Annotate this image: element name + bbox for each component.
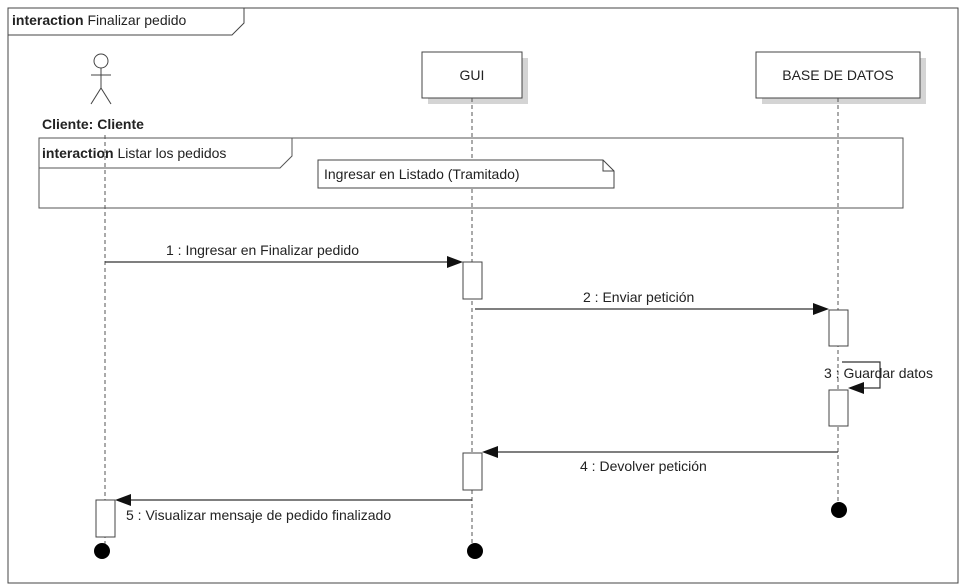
message-3-label: 3 : Guardar datos xyxy=(824,365,933,381)
lifeline-end-gui xyxy=(467,543,483,559)
ref-keyword: interaction xyxy=(42,145,114,161)
message-4-label: 4 : Devolver petición xyxy=(580,458,707,474)
lifeline-head-db: BASE DE DATOS xyxy=(755,51,926,104)
ref-frame-tab xyxy=(39,138,293,169)
message-2-label: 2 : Enviar petición xyxy=(583,289,694,305)
lifeline-label-db: BASE DE DATOS xyxy=(782,67,894,83)
actor-label: Cliente: Cliente xyxy=(42,116,144,132)
activation-gui-1 xyxy=(462,261,483,300)
lifeline-end-db xyxy=(831,502,847,518)
frame-tab xyxy=(8,8,245,36)
ref-frame xyxy=(38,137,904,209)
note: Ingresar en Listado (Tramitado) xyxy=(317,159,615,189)
actor-icon xyxy=(90,53,112,105)
message-3-arrowhead xyxy=(848,382,864,394)
message-4-arrowhead xyxy=(482,446,498,458)
message-5-label: 5 : Visualizar mensaje de pedido finaliz… xyxy=(126,507,391,523)
diagram-frame xyxy=(7,7,959,584)
message-1-label: 1 : Ingresar en Finalizar pedido xyxy=(166,242,359,258)
frame-keyword: interaction xyxy=(12,12,84,28)
activation-gui-2 xyxy=(462,452,483,491)
activation-db-1 xyxy=(828,309,849,347)
ref-name: Listar los pedidos xyxy=(117,145,226,161)
message-3-line xyxy=(842,361,881,389)
frame-title: interaction Finalizar pedido xyxy=(12,12,187,28)
message-1-arrowhead xyxy=(447,256,463,268)
ref-frame-title: interaction Listar los pedidos xyxy=(42,145,226,161)
message-5-arrowhead xyxy=(115,494,131,506)
message-2-arrowhead xyxy=(813,303,829,315)
note-text: Ingresar en Listado (Tramitado) xyxy=(324,166,520,182)
lifeline-label-gui: GUI xyxy=(460,67,485,83)
frame-name: Finalizar pedido xyxy=(87,12,186,28)
lifeline-end-actor xyxy=(94,543,110,559)
lifeline-head-gui: GUI xyxy=(421,51,528,104)
activation-db-2 xyxy=(828,389,849,427)
activation-actor xyxy=(95,499,116,538)
